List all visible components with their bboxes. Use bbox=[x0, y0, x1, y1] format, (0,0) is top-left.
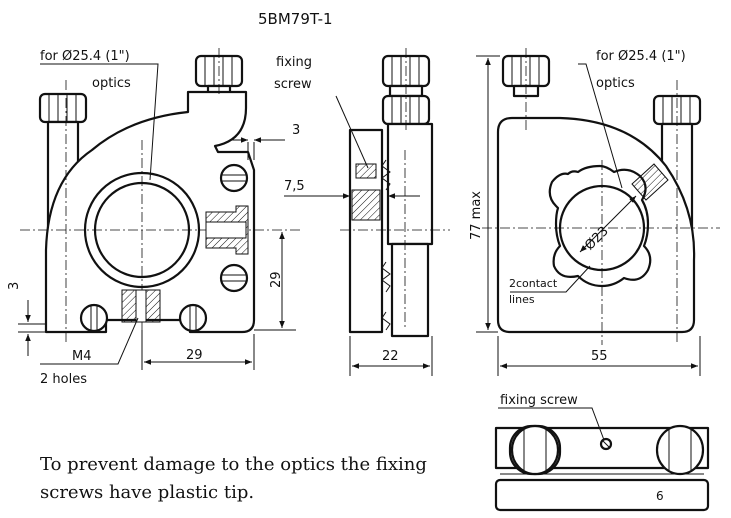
side-dim-7-5: 7,5 bbox=[284, 179, 305, 194]
side-front-plate bbox=[348, 128, 384, 334]
rear-optics-label-2: optics bbox=[596, 76, 635, 91]
bottom-fixing-screw-label: fixing screw bbox=[500, 393, 578, 408]
side-fixing-label-2: screw bbox=[274, 77, 312, 92]
side-fixing-screw-hatch bbox=[355, 163, 377, 179]
front-screw-bottom-left bbox=[79, 303, 109, 333]
note-line-1: To prevent damage to the optics the fixi… bbox=[40, 454, 427, 475]
front-mount-body bbox=[44, 90, 256, 334]
front-view: for Ø25.4 (1") optics 3 29 3 29 M4 2 hol… bbox=[7, 48, 300, 387]
bottom-base-number: 6 bbox=[656, 489, 664, 503]
drawing-title: 5BM79T-1 bbox=[258, 10, 333, 28]
front-screw-upper bbox=[219, 163, 249, 193]
rear-dim-77-max: 77 max bbox=[469, 191, 484, 240]
rear-dim-55: 55 bbox=[591, 349, 608, 364]
front-dim-3-right: 3 bbox=[292, 123, 300, 138]
front-dim-29-vertical: 29 bbox=[269, 271, 284, 288]
m4-label: M4 bbox=[72, 349, 92, 364]
front-dim-29-horizontal: 29 bbox=[186, 348, 203, 363]
side-dim-22: 22 bbox=[382, 349, 399, 364]
rear-contact-label-2: lines bbox=[509, 293, 535, 306]
bottom-base-plate bbox=[494, 478, 710, 512]
rear-hatch-screw bbox=[631, 163, 669, 201]
front-dim-3-left: 3 bbox=[7, 282, 22, 290]
rear-view: Ø23 for Ø25.4 (1") optics 2contact lines… bbox=[469, 48, 720, 376]
rear-contact-label-1: 2contact bbox=[509, 277, 558, 290]
bottom-view: 6 fixing screw bbox=[494, 393, 710, 512]
side-fixing-label-1: fixing bbox=[276, 55, 312, 70]
side-view: fixing screw 7,5 22 bbox=[274, 48, 450, 376]
holes-label: 2 holes bbox=[40, 372, 87, 387]
front-screw-bottom-right bbox=[178, 303, 208, 333]
front-optics-label-2: optics bbox=[92, 76, 131, 91]
side-back-plate bbox=[386, 122, 434, 246]
front-optics-label-1: for Ø25.4 (1") bbox=[40, 49, 130, 64]
rear-optics-label-1: for Ø25.4 (1") bbox=[596, 49, 686, 64]
note-line-2: screws have plastic tip. bbox=[40, 482, 254, 503]
front-screw-lower bbox=[219, 263, 249, 293]
